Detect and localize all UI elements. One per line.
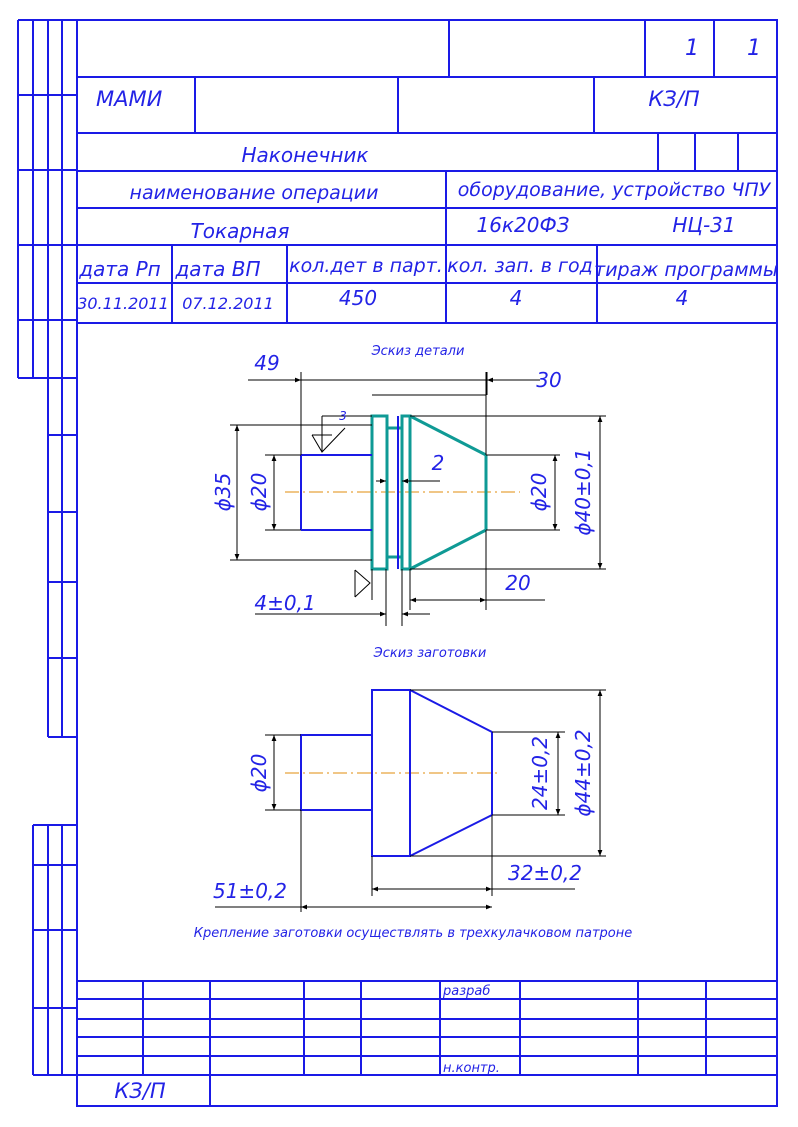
dim-30: 30 xyxy=(536,368,561,392)
operation-name: Токарная xyxy=(191,219,290,243)
roughness-symbol xyxy=(311,415,372,453)
blank-dim-d20: ϕ20 xyxy=(247,754,271,793)
part-name: Наконечник xyxy=(242,143,369,167)
norm-control-label: н.контр. xyxy=(443,1061,500,1076)
footer-code: КЗ/П xyxy=(114,1079,165,1103)
part-outline xyxy=(370,414,488,571)
machine-model: 16к20ФЗ xyxy=(476,213,569,237)
operation-header: наименование операции xyxy=(130,182,379,204)
launches-header: кол. зап. в год xyxy=(447,255,593,277)
blank-dim-d44: ϕ44±0,2 xyxy=(571,729,595,816)
dim-20: 20 xyxy=(505,571,530,595)
part-dimension-lines xyxy=(234,377,603,617)
print-run-header: тираж программы xyxy=(594,259,778,281)
dim-d20-right: ϕ20 xyxy=(527,473,551,512)
print-run-value: 4 xyxy=(676,286,689,310)
qty-batch-header: кол.дет в парт. xyxy=(289,255,443,277)
part-sketch-title: Эскиз детали xyxy=(371,344,465,359)
sheet-number: 1 xyxy=(685,36,699,61)
dim-49: 49 xyxy=(254,351,279,375)
blank-sketch: ϕ20 24±0,2 ϕ44±0,2 32±0,2 51±0,2 xyxy=(213,689,606,912)
sheets-total: 1 xyxy=(747,36,761,61)
part-extension-lines xyxy=(230,372,606,626)
equipment-header: оборудование, устройство ЧПУ xyxy=(458,179,772,201)
part-shank xyxy=(300,416,399,569)
blank-sketch-title: Эскиз заготовки xyxy=(373,646,487,661)
developed-label: разраб xyxy=(442,984,490,999)
part-sketch: 49 30 3 ϕ35 ϕ20 2 ϕ20 ϕ40±0,1 20 4±0,1 xyxy=(211,351,606,626)
roughness-value: 3 xyxy=(339,409,347,423)
blank-dimension-lines xyxy=(215,690,603,910)
document-code: КЗ/П xyxy=(648,87,699,111)
title-block xyxy=(77,980,777,1106)
left-margin-strips xyxy=(17,20,77,1076)
blank-extension-lines xyxy=(265,689,606,912)
qty-batch-value: 450 xyxy=(339,286,377,310)
dim-d40: ϕ40±0,1 xyxy=(571,448,595,535)
clamping-note: Крепление заготовки осуществлять в трехк… xyxy=(194,926,632,941)
date-vp-value: 07.12.2011 xyxy=(182,294,274,313)
blank-dim-32: 32±0,2 xyxy=(508,861,582,885)
date-rp-value: 30.11.2011 xyxy=(77,294,169,313)
cnc-model: НЦ-31 xyxy=(672,213,735,237)
dim-d20-left: ϕ20 xyxy=(247,473,271,512)
dim-2: 2 xyxy=(432,451,445,475)
header-table xyxy=(77,20,777,324)
launches-value: 4 xyxy=(510,286,523,310)
date-vp-header: дата ВП xyxy=(174,257,260,281)
organization: МАМИ xyxy=(96,87,163,111)
dim-d35: ϕ35 xyxy=(211,473,235,512)
datum-symbol xyxy=(354,569,371,598)
blank-outline xyxy=(300,689,493,857)
date-rp-header: дата Рп xyxy=(78,257,160,281)
blank-dim-24: 24±0,2 xyxy=(528,736,552,810)
dim-4: 4±0,1 xyxy=(254,591,315,615)
blank-dim-51: 51±0,2 xyxy=(213,879,287,903)
